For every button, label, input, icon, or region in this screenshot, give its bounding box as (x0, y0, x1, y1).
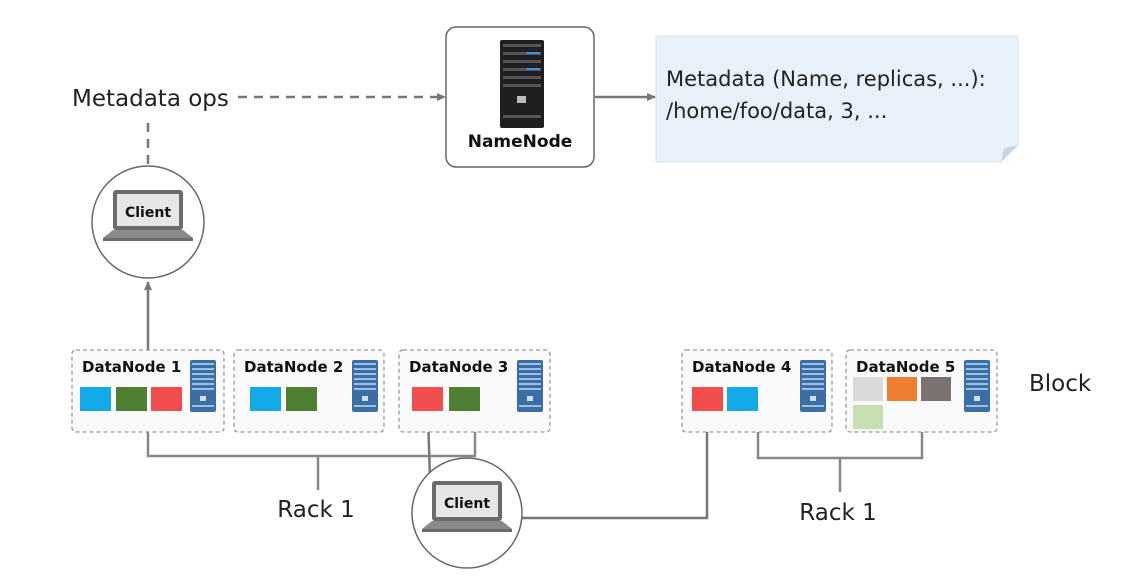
datanode-1: DataNode 1 (71, 349, 225, 433)
block (921, 377, 951, 401)
datanode-3: DataNode 3 (398, 349, 551, 433)
metadata-note-line1: Metadata (Name, replicas, ...): (666, 67, 986, 91)
datanode-4: DataNode 4 (681, 349, 833, 433)
datanode-2-label: DataNode 2 (244, 358, 343, 376)
server-icon (352, 360, 378, 412)
datanode-3-label: DataNode 3 (409, 358, 508, 376)
rack-right-bracket (756, 432, 924, 492)
block (449, 387, 480, 411)
datanode-1-label: DataNode 1 (82, 358, 181, 376)
datanode-4-label: DataNode 4 (692, 358, 791, 376)
server-icon (800, 360, 826, 412)
block (80, 387, 111, 411)
block (412, 387, 443, 411)
rack-right-label: Rack 1 (799, 500, 876, 526)
client-top: Client (91, 165, 205, 279)
block-legend-label: Block (1029, 371, 1092, 397)
metadata-ops-label: Metadata ops (72, 86, 229, 112)
datanode-5-label: DataNode 5 (856, 358, 955, 376)
block (250, 387, 281, 411)
namenode-server-icon (500, 40, 544, 128)
server-icon (964, 360, 990, 412)
server-icon (190, 360, 216, 412)
block (692, 387, 723, 411)
rack-left-label: Rack 1 (277, 497, 354, 523)
rack-left-bracket (146, 432, 477, 490)
metadata-note-line2: /home/foo/data, 3, ... (666, 99, 887, 123)
client-bottom-label: Client (444, 496, 490, 512)
client-top-label: Client (125, 205, 171, 221)
block (853, 405, 883, 429)
block (116, 387, 147, 411)
block (727, 387, 758, 411)
server-icon (517, 360, 543, 412)
datanode-5: DataNode 5 (845, 349, 998, 433)
block (286, 387, 317, 411)
client-bottom: Client (411, 457, 523, 569)
block (151, 387, 182, 411)
namenode-box: NameNode (445, 26, 595, 168)
block (853, 377, 883, 401)
namenode-label: NameNode (468, 132, 573, 152)
datanode-2: DataNode 2 (233, 349, 385, 433)
block (887, 377, 917, 401)
metadata-note: Metadata (Name, replicas, ...): /home/fo… (655, 35, 1019, 163)
client-to-datanode4-arrow (522, 413, 711, 520)
